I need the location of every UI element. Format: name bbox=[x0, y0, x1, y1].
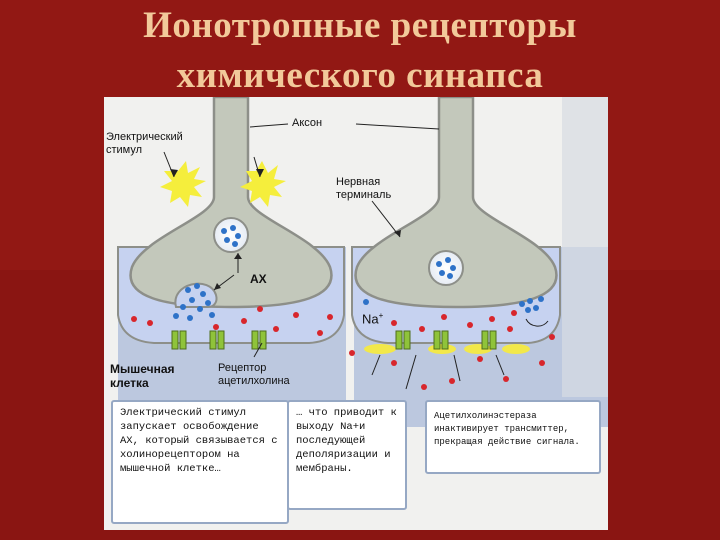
slide-title-line2: химического синапса bbox=[176, 55, 544, 96]
receptor-left-3 bbox=[251, 330, 267, 350]
info-box-1-text: Электрический стимул запускает освобожде… bbox=[120, 407, 278, 475]
synaptic-vesicle-right bbox=[428, 250, 464, 286]
label-terminal: Нервная терминаль bbox=[336, 176, 392, 201]
ach-cleft-right bbox=[363, 296, 544, 313]
info-box-2 bbox=[287, 400, 407, 510]
label-sodium-text: Na bbox=[362, 311, 379, 327]
nerve-terminal-right bbox=[354, 97, 558, 309]
synapse-figure: Аксон Электрический стимул Нервная терми… bbox=[104, 97, 608, 530]
label-sodium-charge: + bbox=[378, 311, 384, 320]
ion-flow-leader-2 bbox=[405, 354, 417, 390]
info-box-3 bbox=[425, 400, 601, 474]
label-axon: Аксон bbox=[292, 117, 323, 129]
axon-leader-right bbox=[355, 123, 440, 130]
label-ach: АХ bbox=[250, 272, 267, 286]
label-receptor: Рецептор ацетилхолина bbox=[218, 362, 290, 387]
label-muscle-cell: Мышечная клетка bbox=[110, 362, 175, 390]
synaptic-vesicle-left bbox=[213, 217, 249, 253]
receptor-right-3 bbox=[481, 330, 497, 350]
label-sodium: Na+ bbox=[362, 309, 383, 325]
receptor-right-2 bbox=[433, 330, 449, 350]
receptor-left-2 bbox=[209, 330, 225, 350]
ion-flow-leader-3 bbox=[453, 354, 461, 382]
axon-leader-left bbox=[249, 123, 289, 128]
nerve-terminal-left bbox=[129, 97, 333, 309]
slide-title-line1: Ионотропные рецепторы bbox=[143, 5, 577, 46]
stimulus-burst-right-icon bbox=[240, 161, 286, 207]
ion-flow-leader-4 bbox=[495, 354, 505, 376]
ach-released-dots bbox=[173, 283, 215, 321]
receptor-left-1 bbox=[171, 330, 187, 350]
ion-flow-leader-1 bbox=[371, 354, 381, 376]
sodium-ions bbox=[131, 306, 555, 390]
depolarization-glow bbox=[364, 344, 530, 354]
synapse-illustration bbox=[111, 97, 608, 524]
enzyme-leader bbox=[525, 318, 549, 327]
stimulus-burst-left-icon bbox=[160, 161, 206, 207]
terminal-leader bbox=[371, 200, 401, 238]
info-box-3-text: Ацетилхолинэстераза инактивирует трансми… bbox=[434, 411, 580, 447]
label-stimulus: Электрический стимул bbox=[106, 131, 183, 156]
info-box-2-text: … что приводит к выходу Na+и последующей… bbox=[296, 407, 397, 475]
receptor-leader bbox=[253, 342, 263, 358]
receptor-right-1 bbox=[395, 330, 411, 350]
